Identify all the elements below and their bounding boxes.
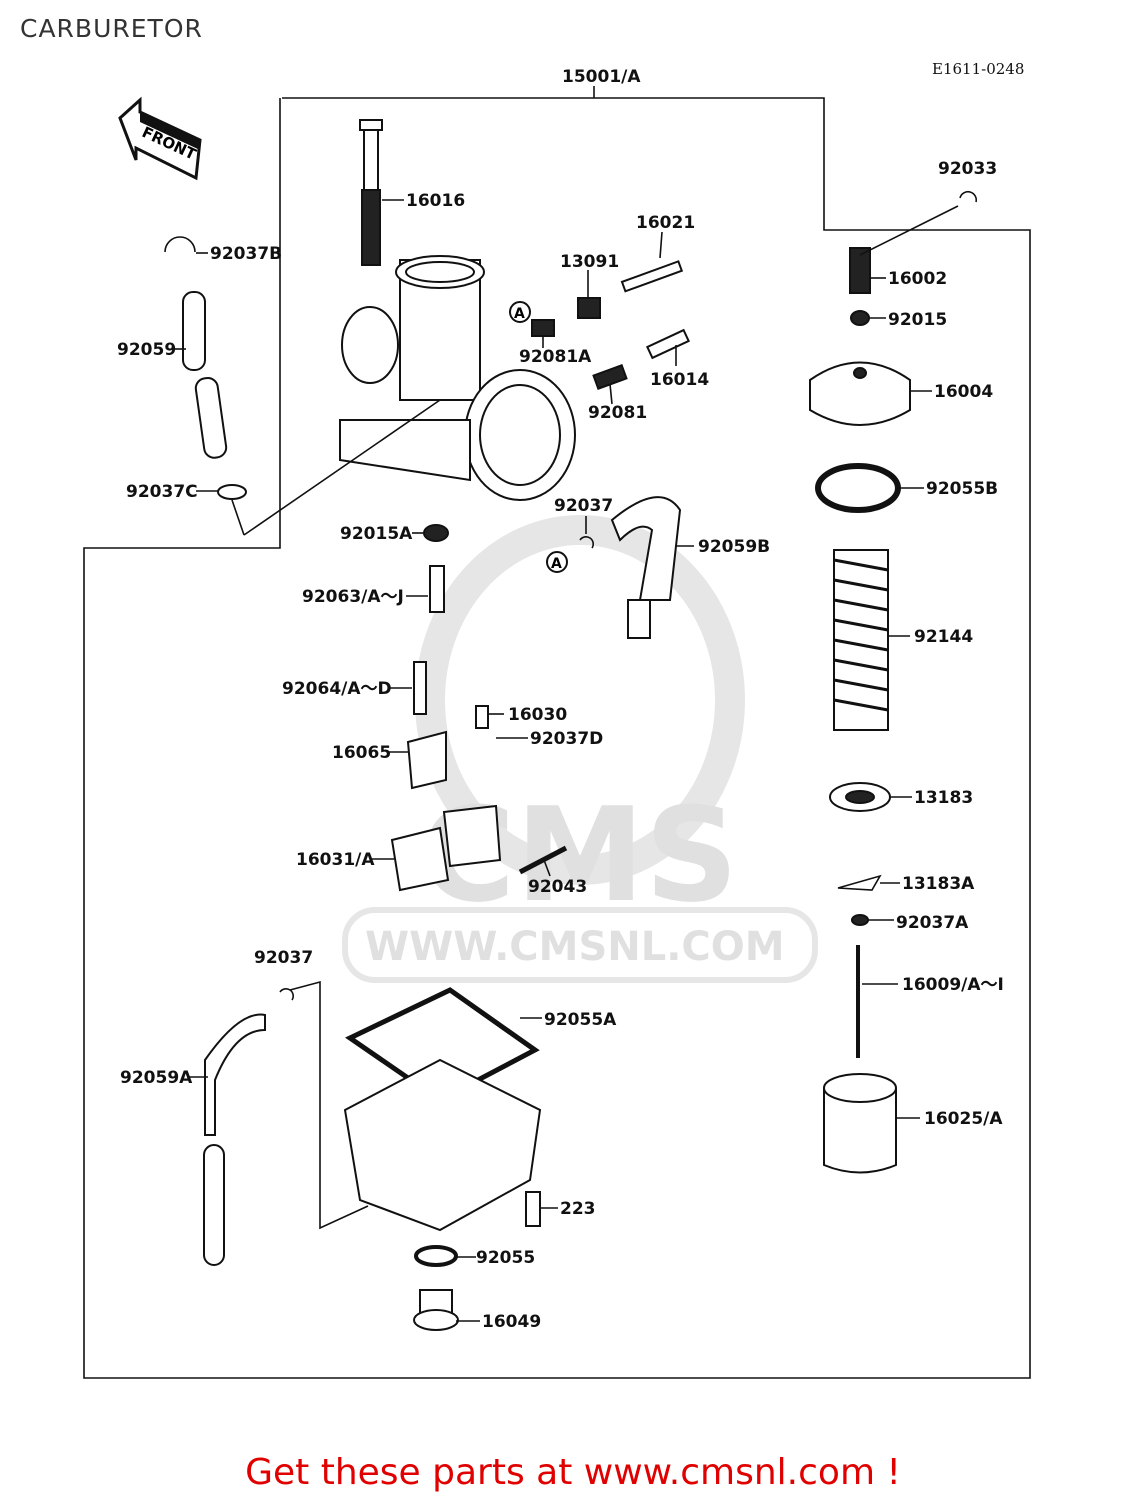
center-column-parts xyxy=(279,260,690,1331)
left-column-parts xyxy=(164,236,441,1266)
part-label-92064-a-d: 92064/A～D xyxy=(282,679,392,699)
watermark: CMS WWW.CMSNL.COM xyxy=(342,515,818,983)
part-label-92059b: 92059B xyxy=(698,537,770,557)
callout-marker-1: A xyxy=(514,306,525,322)
part-label-92055b: 92055B xyxy=(926,479,998,499)
carburetor-body xyxy=(339,119,576,501)
right-column-parts xyxy=(809,190,978,1174)
part-label-13183: 13183 xyxy=(914,788,973,808)
part-label-92037-upper: 92037 xyxy=(554,496,613,516)
part-label-92037d: 92037D xyxy=(530,729,603,749)
part-labels: 15001/A 16016 92037B 92059 92037C 16021 … xyxy=(117,67,1004,1332)
part-label-15001-a: 15001/A xyxy=(562,67,641,87)
front-arrow-icon: FRONT xyxy=(118,96,202,181)
part-label-16004: 16004 xyxy=(934,382,993,402)
part-label-92059: 92059 xyxy=(117,340,176,360)
leader-lines xyxy=(174,199,959,1322)
part-label-16002: 16002 xyxy=(888,269,947,289)
part-label-16031-a: 16031/A xyxy=(296,850,375,870)
diagram-code: E1611-0248 xyxy=(932,60,1025,78)
part-label-92063-a-j: 92063/A～J xyxy=(302,587,404,607)
callout-markers: A A xyxy=(509,301,568,573)
part-label-16030: 16030 xyxy=(508,705,567,725)
part-label-223: 223 xyxy=(560,1199,596,1219)
callout-marker-2: A xyxy=(551,556,562,572)
part-label-92055a: 92055A xyxy=(544,1010,617,1030)
part-label-16016: 16016 xyxy=(406,191,465,211)
footer-promo-link[interactable]: Get these parts at www.cmsnl.com ! xyxy=(245,1452,901,1493)
part-label-92055: 92055 xyxy=(476,1248,535,1268)
part-label-92043: 92043 xyxy=(528,877,587,897)
part-label-16014: 16014 xyxy=(650,370,709,390)
part-label-92015a: 92015A xyxy=(340,524,413,544)
part-label-92037c: 92037C xyxy=(126,482,198,502)
part-label-13183a: 13183A xyxy=(902,874,975,894)
page-title: CARBURETOR xyxy=(20,14,203,43)
watermark-url: WWW.CMSNL.COM xyxy=(365,924,785,970)
part-label-92059a: 92059A xyxy=(120,1068,193,1088)
assembly-boundary xyxy=(83,86,1031,1379)
part-label-16009-a-i: 16009/A～I xyxy=(902,975,1004,995)
part-label-92081: 92081 xyxy=(588,403,647,423)
part-label-92081a: 92081A xyxy=(519,347,592,367)
part-label-16021: 16021 xyxy=(636,213,695,233)
part-label-16025-a: 16025/A xyxy=(924,1109,1003,1129)
part-label-16065: 16065 xyxy=(332,743,391,763)
part-label-92033: 92033 xyxy=(938,159,997,179)
part-label-92015: 92015 xyxy=(888,310,947,330)
part-label-92037b: 92037B xyxy=(210,244,282,264)
part-label-92037-lower: 92037 xyxy=(254,948,313,968)
part-label-92144: 92144 xyxy=(914,627,973,647)
part-label-13091: 13091 xyxy=(560,252,619,272)
part-label-16049: 16049 xyxy=(482,1312,541,1332)
part-label-92037a: 92037A xyxy=(896,913,969,933)
